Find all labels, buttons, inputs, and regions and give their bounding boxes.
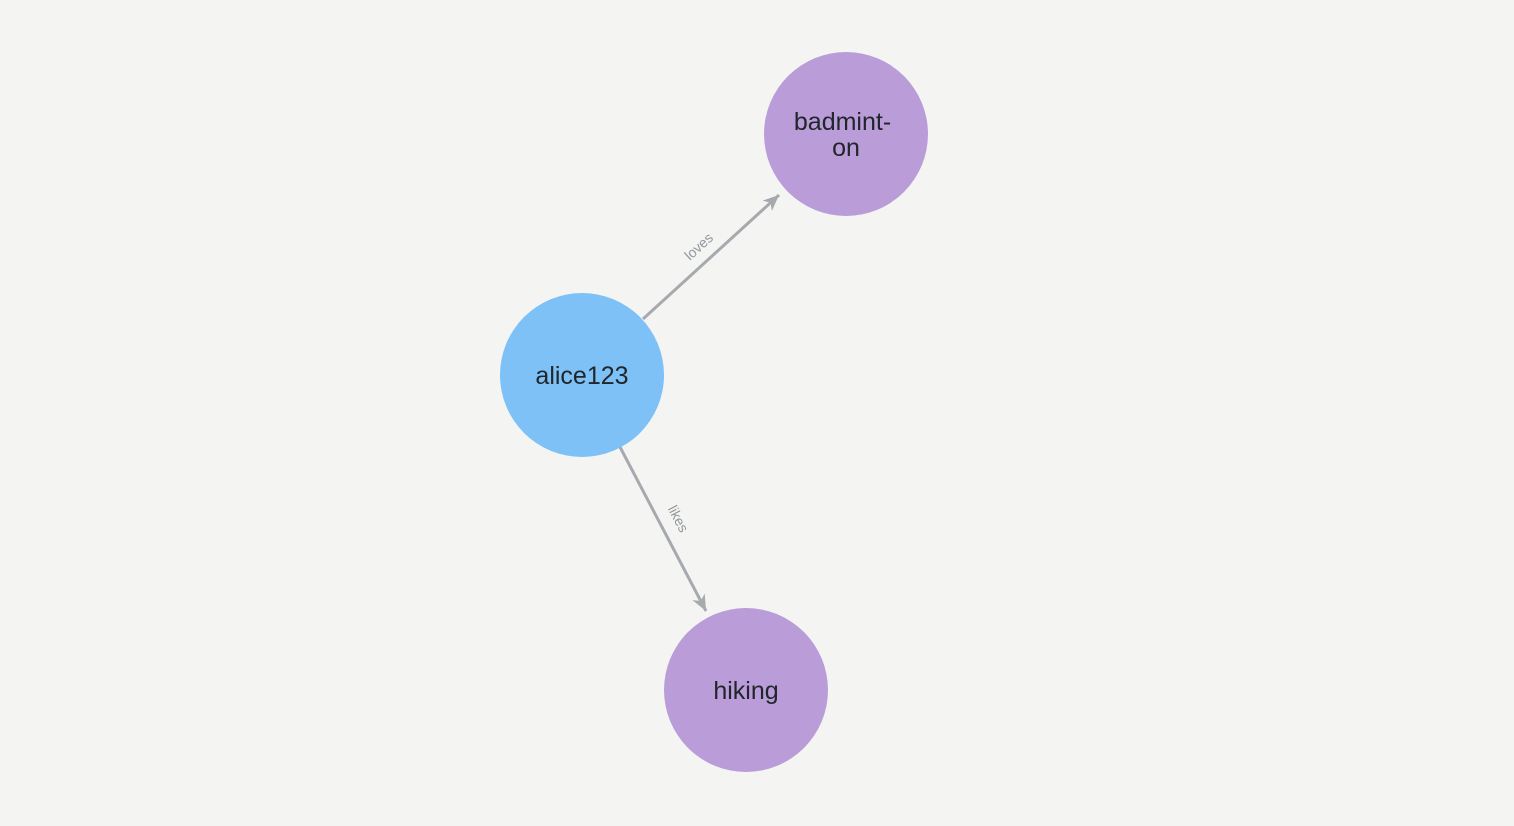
node-alice123-circle[interactable] xyxy=(500,293,664,457)
node-alice123[interactable]: alice123 xyxy=(500,293,664,457)
node-badminton[interactable]: badmint- on xyxy=(764,52,928,216)
edge-likes-line[interactable] xyxy=(618,446,708,612)
node-hiking[interactable]: hiking xyxy=(664,608,828,772)
node-badminton-circle[interactable] xyxy=(764,52,928,216)
edge-loves-line[interactable] xyxy=(641,193,781,321)
node-hiking-circle[interactable] xyxy=(664,608,828,772)
